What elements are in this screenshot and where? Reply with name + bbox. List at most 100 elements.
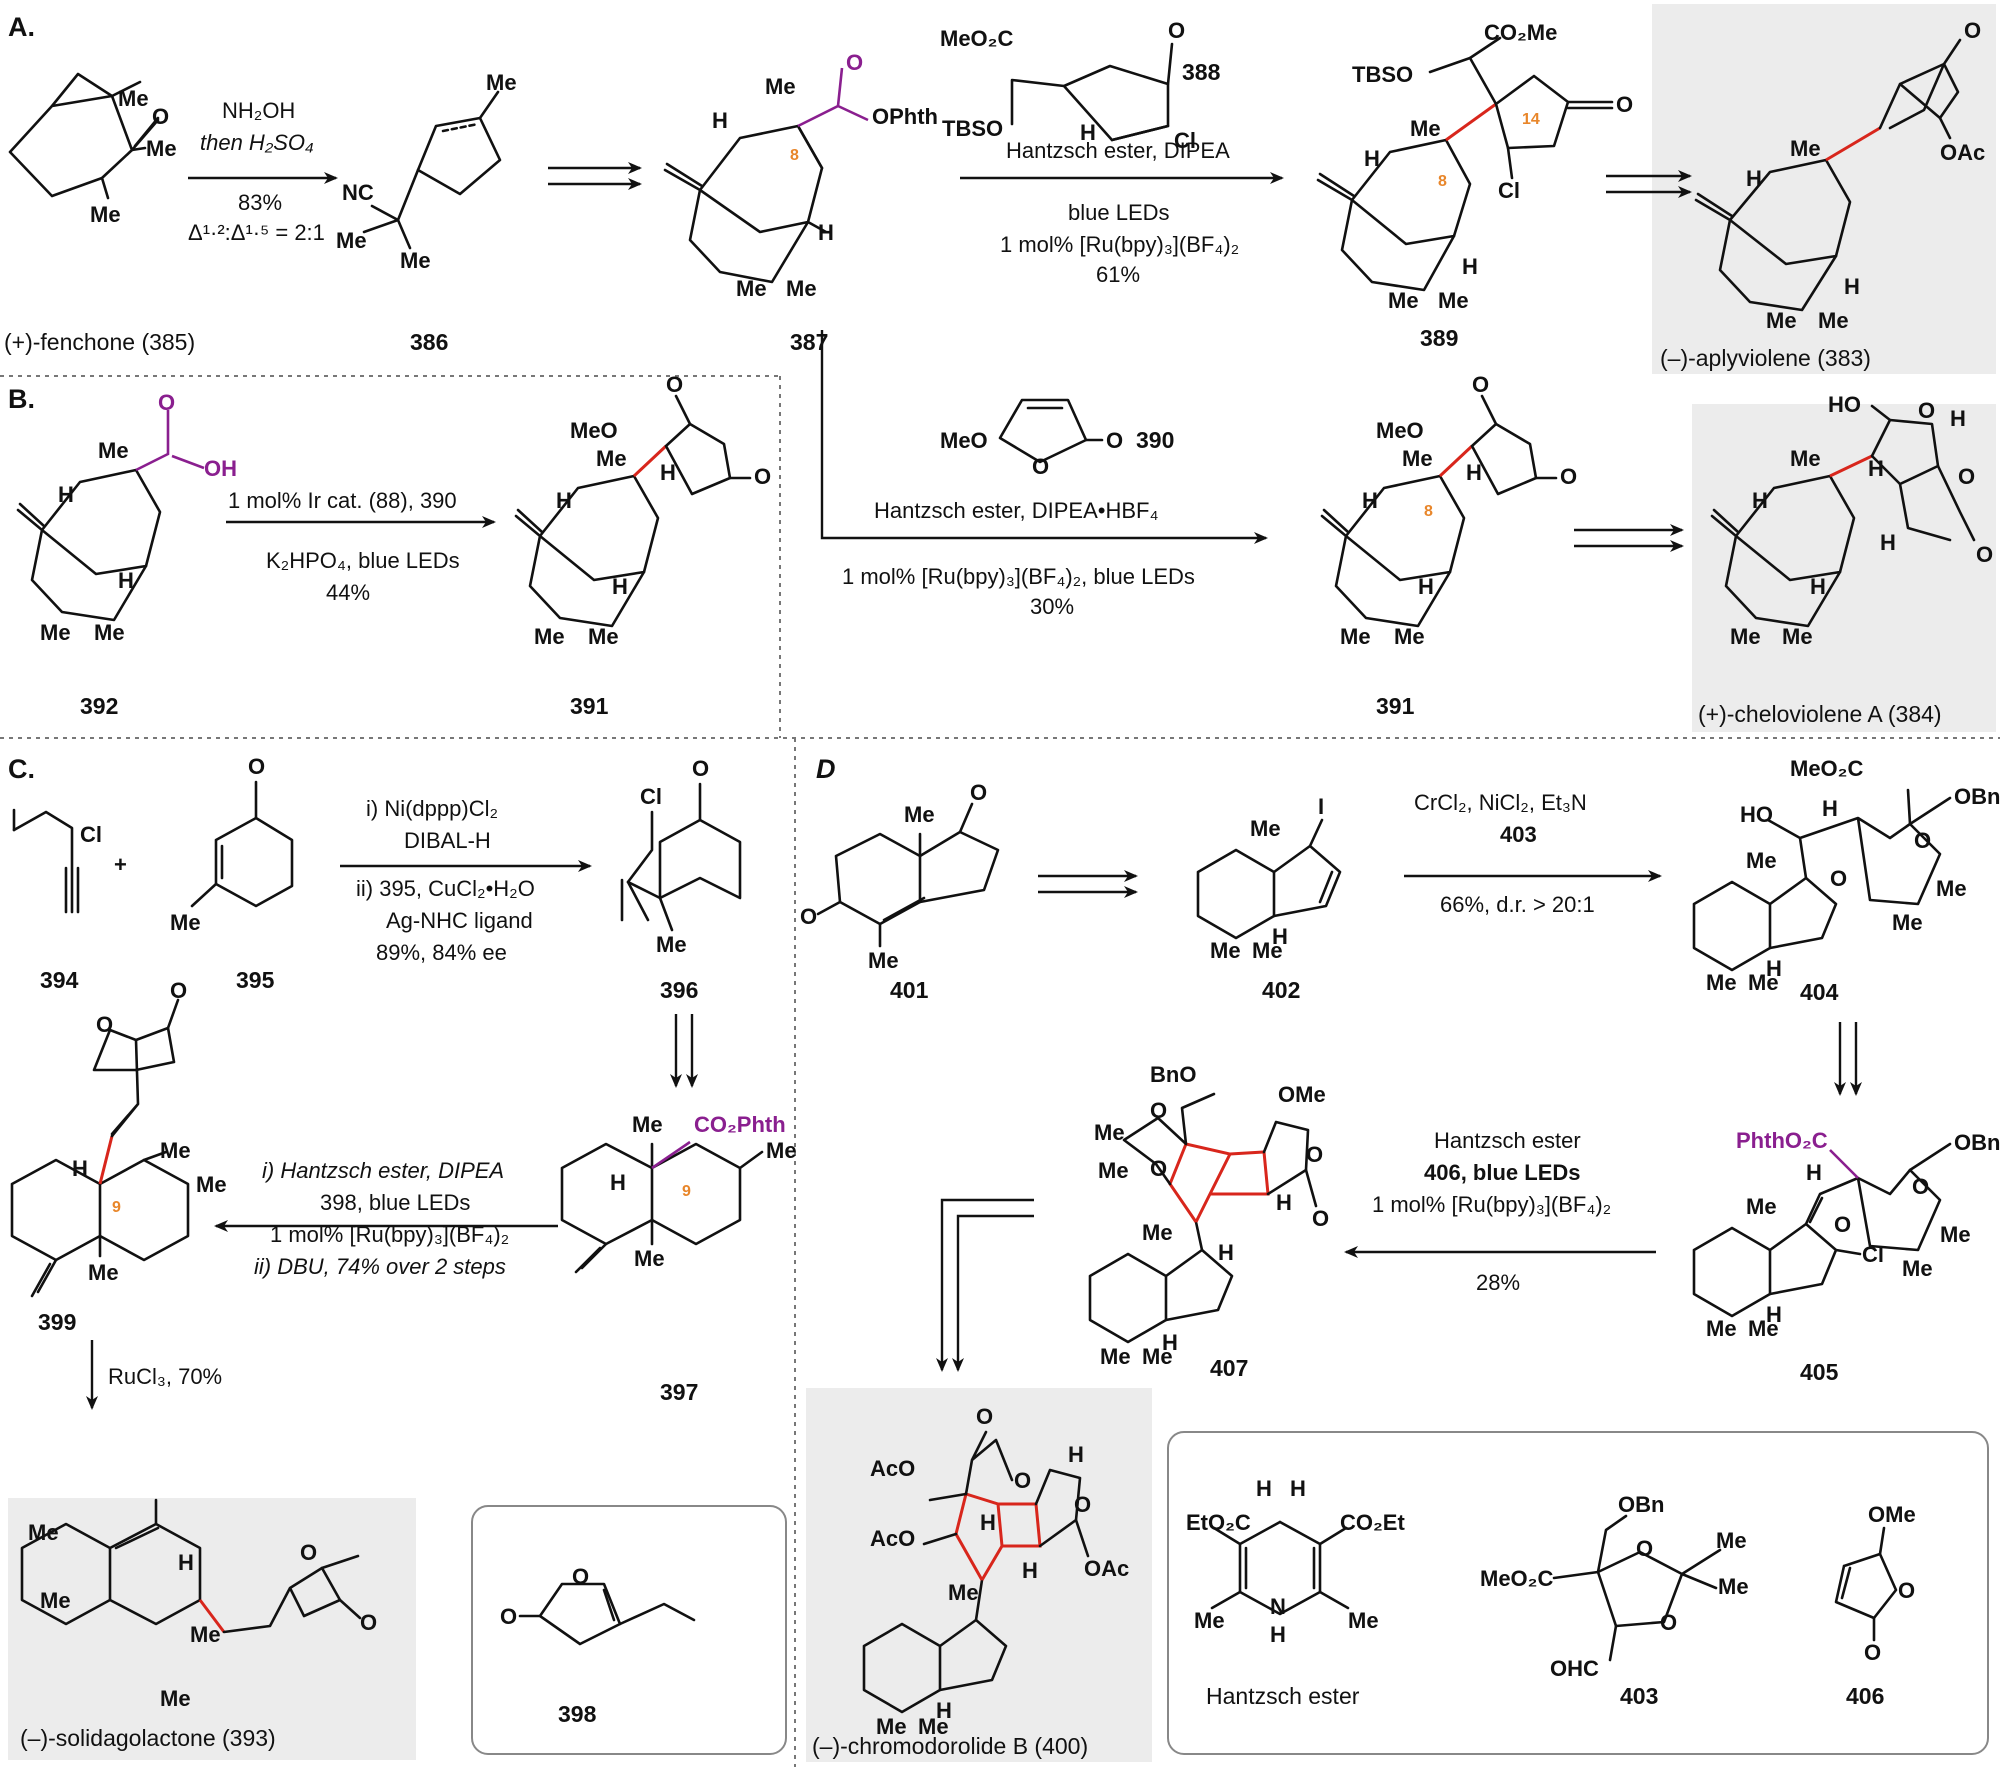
structure-399: O O H Me Me Me 9: [10, 978, 227, 1298]
label-391-right: 391: [1376, 693, 1415, 719]
structure-383: O OAc Me H H Me Me: [1694, 18, 1985, 333]
section-b-label: B.: [8, 384, 35, 414]
svg-text:CO₂Me: CO₂Me: [1484, 20, 1557, 45]
structure-392: O OH Me H H Me Me: [16, 390, 237, 645]
svg-text:H: H: [1256, 1476, 1272, 1501]
label-403-box: 403: [1620, 1683, 1658, 1709]
svg-text:OAc: OAc: [1084, 1556, 1129, 1581]
structure-405: PhthO₂C OBn H O O Me Me Cl Me Me Me H: [1692, 1128, 2000, 1341]
svg-text:H: H: [936, 1698, 952, 1723]
svg-text:O: O: [1958, 464, 1975, 489]
svg-text:I: I: [1318, 794, 1324, 819]
label-402: 402: [1262, 977, 1300, 1003]
svg-text:Me: Me: [1936, 876, 1967, 901]
svg-text:O: O: [170, 978, 187, 1003]
section-d-label: D: [816, 754, 836, 784]
label-391-left: 391: [570, 693, 609, 719]
svg-text:H: H: [178, 1550, 194, 1575]
svg-text:Me: Me: [1394, 624, 1425, 649]
structure-391-right: O MeO O H Me H H Me Me 8: [1320, 372, 1577, 649]
svg-text:OBn: OBn: [1954, 784, 2000, 809]
svg-text:O: O: [1074, 1492, 1091, 1517]
arrow-d5b: [952, 1214, 1034, 1372]
svg-text:Me: Me: [1210, 938, 1241, 963]
cond-c1-4: Ag-NHC ligand: [386, 908, 533, 933]
svg-text:Me: Me: [1438, 288, 1469, 313]
svg-text:Cl: Cl: [1498, 178, 1520, 203]
svg-text:9: 9: [682, 1183, 691, 1200]
svg-text:H: H: [1766, 956, 1782, 981]
structure-394: Cl: [12, 808, 102, 914]
cond-c1-1: i) Ni(dppp)Cl₂: [366, 796, 498, 821]
svg-text:H: H: [1162, 1330, 1178, 1355]
structure-397: CO₂Phth Me Me H Me 9: [560, 1112, 797, 1274]
svg-text:O: O: [1898, 1578, 1915, 1603]
svg-text:Me: Me: [170, 910, 201, 935]
svg-text:Me: Me: [596, 446, 627, 471]
arrow-d5: [936, 1198, 1034, 1372]
label-398: 398: [558, 1701, 597, 1727]
svg-text:Cl: Cl: [1862, 1242, 1884, 1267]
svg-text:MeO₂C: MeO₂C: [940, 26, 1013, 51]
svg-text:Me: Me: [588, 624, 619, 649]
svg-text:H: H: [1290, 1476, 1306, 1501]
svg-text:CO₂Phth: CO₂Phth: [694, 1112, 786, 1137]
cond-b2-2: 1 mol% [Ru(bpy)₃](BF₄)₂, blue LEDs: [842, 564, 1195, 589]
svg-text:Me: Me: [1388, 288, 1419, 313]
structure-395: O Me: [170, 754, 294, 935]
cond-c1-3: ii) 395, CuCl₂•H₂O: [356, 876, 535, 901]
svg-text:H: H: [1276, 1190, 1292, 1215]
reagent-box-398: [471, 1505, 787, 1755]
cond-d4-4: 28%: [1476, 1270, 1520, 1295]
svg-text:Me: Me: [160, 1686, 191, 1711]
svg-text:O: O: [1912, 1174, 1929, 1199]
svg-text:H: H: [1022, 1558, 1038, 1583]
label-404: 404: [1800, 979, 1839, 1005]
svg-text:Me: Me: [656, 932, 687, 957]
svg-text:Me: Me: [1940, 1222, 1971, 1247]
svg-text:Me: Me: [1142, 1220, 1173, 1245]
svg-text:O: O: [152, 104, 169, 129]
label-396: 396: [660, 977, 698, 1003]
structure-398: O O: [500, 1564, 696, 1646]
svg-text:Me: Me: [736, 276, 767, 301]
svg-text:H: H: [610, 1170, 626, 1195]
structure-386: Me NC Me Me: [336, 70, 517, 273]
label-400: (–)-chromodorolide B (400): [812, 1733, 1088, 1759]
svg-text:O: O: [846, 50, 863, 75]
svg-text:Me: Me: [400, 248, 431, 273]
svg-text:O: O: [1976, 542, 1993, 567]
label-384: (+)-cheloviolene A (384): [1698, 701, 1942, 727]
cond-a1-4: Δ¹·²:Δ¹·⁵ = 2:1: [188, 220, 325, 245]
svg-text:Me: Me: [1250, 816, 1281, 841]
svg-text:O: O: [1914, 828, 1931, 853]
cond-a3-2: blue LEDs: [1068, 200, 1170, 225]
svg-text:O: O: [754, 464, 771, 489]
svg-text:OBn: OBn: [1618, 1492, 1664, 1517]
structure-403: OBn MeO₂C O O Me Me OHC: [1480, 1492, 1749, 1681]
cond-c2-4: ii) DBU, 74% over 2 steps: [254, 1254, 506, 1279]
cond-d2-2: 403: [1500, 822, 1537, 847]
svg-text:H: H: [72, 1156, 88, 1181]
svg-text:Me: Me: [28, 1520, 59, 1545]
svg-text:O: O: [1032, 454, 1049, 479]
label-406-box: 406: [1846, 1683, 1884, 1709]
label-395: 395: [236, 967, 275, 993]
svg-text:Me: Me: [1748, 1316, 1779, 1341]
svg-text:Me: Me: [1892, 910, 1923, 935]
cond-d4-3: 1 mol% [Ru(bpy)₃](BF₄)₂: [1372, 1192, 1611, 1217]
svg-text:O: O: [300, 1540, 317, 1565]
svg-text:Me: Me: [948, 1580, 979, 1605]
svg-text:Me: Me: [88, 1260, 119, 1285]
svg-text:O: O: [1918, 398, 1935, 423]
svg-text:Me: Me: [1818, 308, 1849, 333]
svg-text:Me: Me: [118, 86, 149, 111]
svg-text:Me: Me: [534, 624, 565, 649]
svg-text:O: O: [1964, 18, 1981, 43]
svg-text:O: O: [1150, 1098, 1167, 1123]
svg-text:Me: Me: [1706, 1316, 1737, 1341]
svg-text:O: O: [500, 1604, 517, 1629]
svg-text:Me: Me: [40, 620, 71, 645]
structure-391-left: O MeO O H Me H H Me Me: [514, 372, 771, 649]
